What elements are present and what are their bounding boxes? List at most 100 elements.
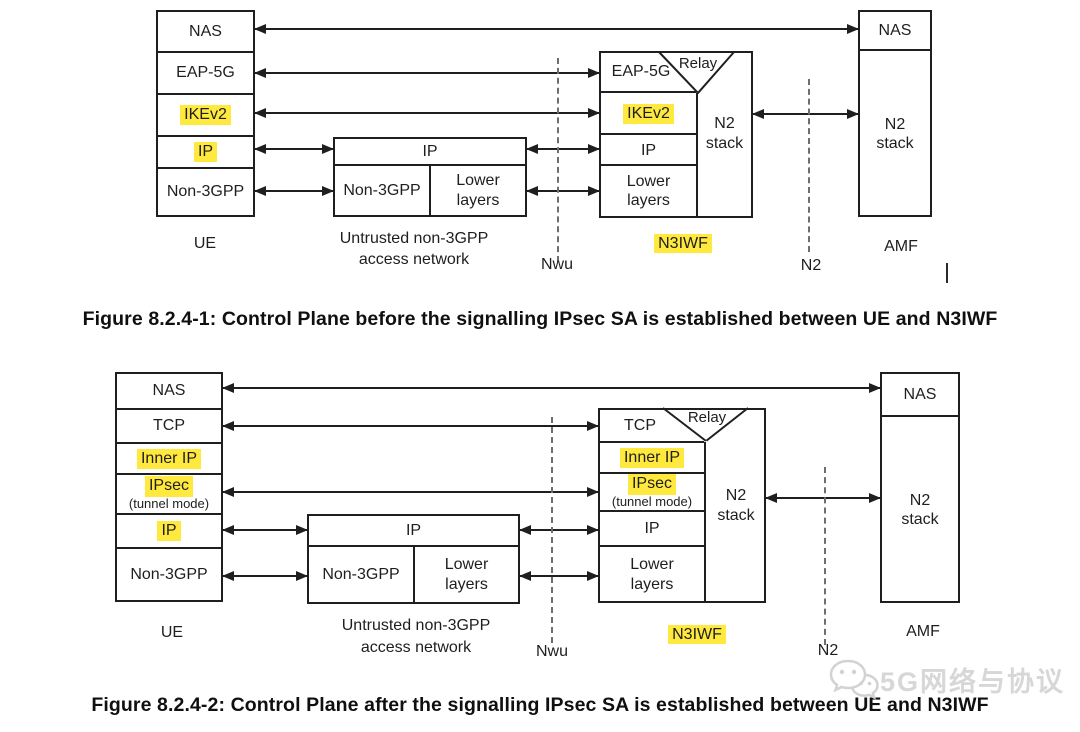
fig1-nwu-label: Nwu — [540, 256, 573, 273]
fig1-amf-n2stack-label: N2 stack — [876, 115, 914, 152]
fig1-an-non3gpp-label: Non-3GPP — [343, 181, 421, 199]
fig1-arrow-nas — [254, 24, 859, 34]
fig2-n3iwf-layer-ipsec: IPsec (tunnel mode) — [600, 474, 704, 510]
fig2-an-label-line1: Untrusted non-3GPP — [341, 617, 491, 634]
fig2-n3iwf-innerip-label: Inner IP — [619, 448, 685, 468]
fig2-n3iwf-layer-tcp: TCP — [600, 410, 680, 442]
fig2-arrow-ip-left — [222, 525, 308, 535]
fig1-ue-ikev2-label: IKEv2 — [180, 105, 231, 125]
fig2-ue-label: UE — [160, 624, 184, 641]
fig1-n3iwf-ip-label: IP — [640, 141, 657, 159]
fig1-arrow-ip-left — [254, 144, 334, 154]
fig2-arrow-nas — [222, 383, 881, 393]
fig1-n3iwf-border3 — [601, 164, 696, 166]
fig2-arrow-n2 — [765, 493, 881, 503]
fig2-n3iwf-layer-lower: Lower layers — [600, 548, 704, 601]
fig1-amf-label: AMF — [884, 238, 918, 255]
fig2-an-layer-non3gpp: Non-3GPP — [309, 547, 413, 602]
fig2-ue-tcp-label: TCP — [153, 417, 185, 434]
fig2-nwu-dashed-line — [551, 417, 553, 643]
fig1-n3iwf-layer-lower: Lower layers — [601, 168, 696, 214]
fig1-ue-layer-non3gpp: Non-3GPP — [156, 167, 255, 217]
fig1-an-layer-non3gpp: Non-3GPP — [335, 166, 429, 215]
fig1-n3iwf-border1 — [601, 91, 696, 93]
fig2-ue-layer-nas: NAS — [115, 372, 223, 410]
fig1-ue-layer-ip: IP — [156, 135, 255, 169]
fig2-an-divider-v — [413, 547, 415, 602]
fig1-ue-non3gpp-label: Non-3GPP — [166, 183, 245, 200]
fig1-an-lower-label: Lower layers — [456, 172, 500, 209]
fig1-n2-label: N2 — [800, 257, 822, 274]
fig2-n3iwf-ipsec-mode-label: (tunnel mode) — [611, 493, 693, 509]
fig1-amf-nas-label: NAS — [878, 21, 912, 39]
fig1-arrow-n2 — [752, 109, 859, 119]
fig1-an-divider-v — [429, 166, 431, 215]
fig1-ue-layer-nas: NAS — [156, 10, 255, 53]
fig1-arrow-eap5g — [254, 68, 600, 78]
fig1-an-layer-ip: IP — [335, 139, 525, 164]
fig2-n3iwf-lower-label: Lower layers — [630, 556, 674, 593]
fig1-ue-layer-eap5g: EAP-5G — [156, 51, 255, 95]
fig1-amf-layer-nas: NAS — [858, 12, 932, 49]
fig1-n3iwf-ikev2-label: IKEv2 — [623, 104, 674, 124]
fig2-amf-nas-label: NAS — [903, 385, 937, 403]
fig2-an-divider-h — [309, 545, 518, 547]
fig2-n2-label: N2 — [817, 642, 839, 659]
fig1-caption: Figure 8.2.4-1: Control Plane before the… — [82, 308, 998, 330]
fig1-n3iwf-label: N3IWF — [623, 234, 743, 253]
fig1-n3iwf-layer-eap5g: EAP-5G — [601, 53, 681, 91]
fig1-n3iwf-relay-label: Relay — [678, 55, 718, 72]
fig2-arrow-non3gpp-left — [222, 571, 308, 581]
fig2-amf-box — [880, 372, 960, 603]
fig2-ue-ip-label: IP — [157, 521, 181, 541]
fig2-n3iwf-relay-label: Relay — [687, 409, 727, 426]
fig1-ue-nas-label: NAS — [189, 22, 222, 40]
fig2-n3iwf-ipsec-label: IPsec — [627, 474, 676, 495]
fig2-amf-divider — [882, 415, 958, 417]
fig2-arrow-ip-right — [519, 525, 599, 535]
fig2-an-lower-label: Lower layers — [444, 556, 489, 593]
fig2-n3iwf-n2stack-label: N2 stack — [717, 487, 755, 524]
fig1-amf-divider — [860, 49, 930, 51]
fig1-n3iwf-eap5g-label: EAP-5G — [611, 63, 671, 80]
fig1-arrow-non3gpp-left — [254, 186, 334, 196]
fig2-ue-layer-innerip: Inner IP — [115, 442, 223, 475]
fig2-n3iwf-label: N3IWF — [637, 625, 757, 644]
fig1-an-label-line1: Untrusted non-3GPP — [339, 230, 489, 247]
fig1-nwu-dashed-line — [557, 58, 559, 262]
fig1-n3iwf-border2 — [601, 133, 696, 135]
fig1-n3iwf-n2stack: N2 stack — [698, 51, 751, 216]
watermark-text: 5G网络与协议 — [880, 666, 1066, 697]
fig2-arrow-tcp — [222, 421, 599, 431]
fig2-amf-n2stack-label: N2 stack — [901, 491, 939, 528]
fig2-n3iwf-border2 — [600, 472, 704, 474]
fig2-n3iwf-tcp-label: TCP — [624, 417, 656, 434]
fig1-n2-dashed-line — [808, 79, 810, 252]
fig2-amf-layer-nas: NAS — [880, 374, 960, 415]
fig1-n3iwf-divider-v — [696, 93, 698, 216]
fig2-an-layer-lower: Lower layers — [415, 547, 518, 602]
fig2-ue-layer-tcp: TCP — [115, 408, 223, 444]
fig2-n2-dashed-line — [824, 467, 826, 645]
fig2-n3iwf-divider-v — [704, 442, 706, 601]
fig2-an-layer-ip: IP — [309, 516, 518, 545]
fig2-n3iwf-layer-ip: IP — [600, 513, 704, 544]
fig2-n3iwf-border3 — [600, 510, 704, 512]
fig1-arrow-non3gpp-right — [526, 186, 600, 196]
fig2-an-non3gpp-label: Non-3GPP — [322, 565, 400, 583]
fig2-caption: Figure 8.2.4-2: Control Plane after the … — [91, 694, 989, 716]
fig2-an-label-line2: access network — [360, 639, 472, 656]
fig2-ue-ipsec-label: IPsec — [144, 476, 193, 497]
fig1-an-divider-h — [335, 164, 525, 166]
fig2-arrow-ipsec — [222, 487, 599, 497]
fig2-ue-layer-ipsec: IPsec (tunnel mode) — [115, 473, 223, 515]
fig1-ue-label: UE — [193, 235, 217, 252]
fig2-n3iwf-n2stack: N2 stack — [706, 408, 766, 603]
fig2-ue-layer-non3gpp: Non-3GPP — [115, 547, 223, 602]
fig2-arrow-non3gpp-right — [519, 571, 599, 581]
cursor-mark — [946, 263, 948, 283]
fig1-ue-layer-ikev2: IKEv2 — [156, 93, 255, 137]
watermark: 5G网络与协议 — [828, 654, 1078, 704]
fig1-arrow-ikev2 — [254, 108, 600, 118]
